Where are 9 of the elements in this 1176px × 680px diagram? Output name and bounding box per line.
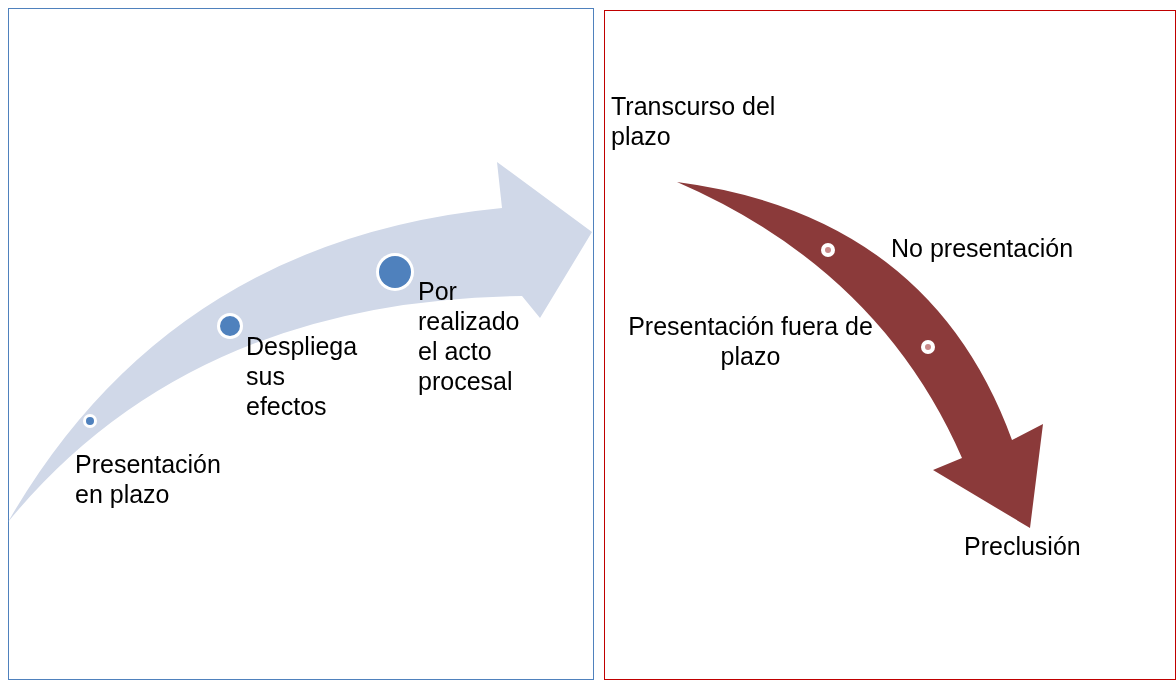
panel-frame	[604, 10, 1176, 680]
step-label: Presentación fuera de plazo	[627, 311, 874, 371]
step-label: No presentación	[891, 233, 1075, 263]
step-label: Transcurso del plazo	[611, 91, 777, 151]
step-label: Preclusión	[964, 531, 1082, 561]
step-label: Despliega sus efectos	[246, 331, 359, 421]
step-label: Presentación en plazo	[75, 449, 222, 509]
step-label: Por realizado el acto procesal	[418, 276, 521, 396]
panel-frame	[8, 8, 594, 680]
